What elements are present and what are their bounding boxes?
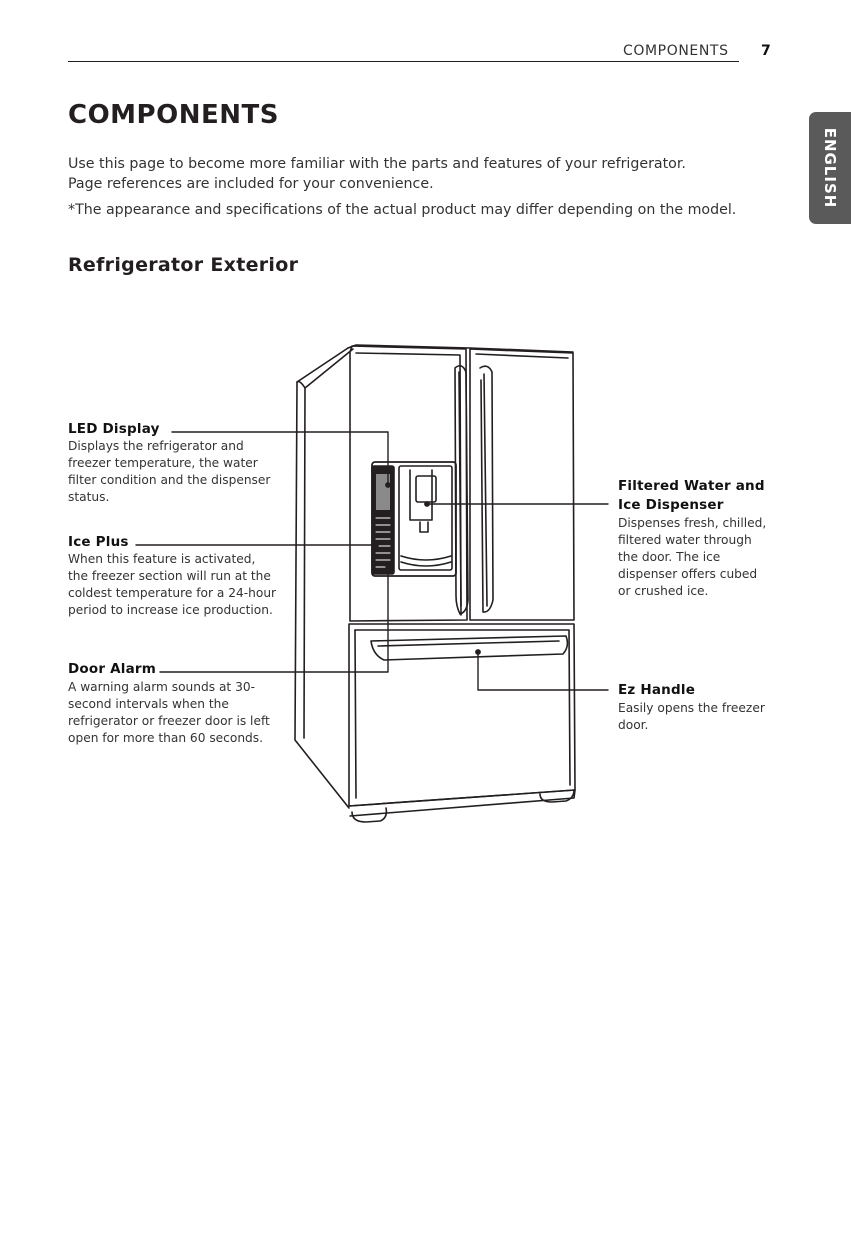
left-fridge-door (349, 345, 468, 622)
ice-plus-label: Ice Plus (68, 534, 129, 550)
cabinet-base (348, 789, 576, 823)
door-alarm-label: Door Alarm (68, 661, 157, 677)
page-title: COMPONENTS (68, 100, 279, 130)
page-number: 7 (761, 43, 771, 59)
section-title: Refrigerator Exterior (68, 254, 299, 276)
header-rule (68, 61, 739, 62)
right-fridge-door (469, 348, 575, 621)
control-panel (371, 465, 395, 575)
ice-plus-desc: When this feature is activated, the free… (68, 552, 277, 617)
fridge-door-handles (454, 364, 494, 615)
intro-line-2: Page references are included for your co… (68, 176, 434, 192)
led-display-desc: Displays the refrigerator and freezer te… (68, 439, 271, 504)
freezer-handle (370, 635, 569, 661)
intro-line-1: Use this page to become more familiar wi… (68, 156, 686, 172)
ez-handle-label: Ez Handle (618, 682, 696, 698)
water-dispenser-label-2: Ice Dispenser (618, 497, 724, 513)
language-tab: ENGLISH (809, 112, 851, 224)
water-dispenser-desc: Dispenses fresh, chilled, filtered water… (618, 516, 767, 598)
ez-handle-desc: Easily opens the freezer door. (618, 701, 765, 732)
door-alarm-desc: A warning alarm sounds at 30- second int… (68, 680, 270, 745)
freezer-drawer (348, 623, 576, 807)
running-header: COMPONENTS (623, 43, 729, 59)
water-dispenser-label-1: Filtered Water and (618, 478, 765, 494)
intro-note: *The appearance and specifications of th… (68, 202, 737, 218)
cabinet-side-panel (294, 347, 354, 809)
callout-leaders (135, 431, 609, 691)
led-display-label: LED Display (68, 421, 160, 437)
